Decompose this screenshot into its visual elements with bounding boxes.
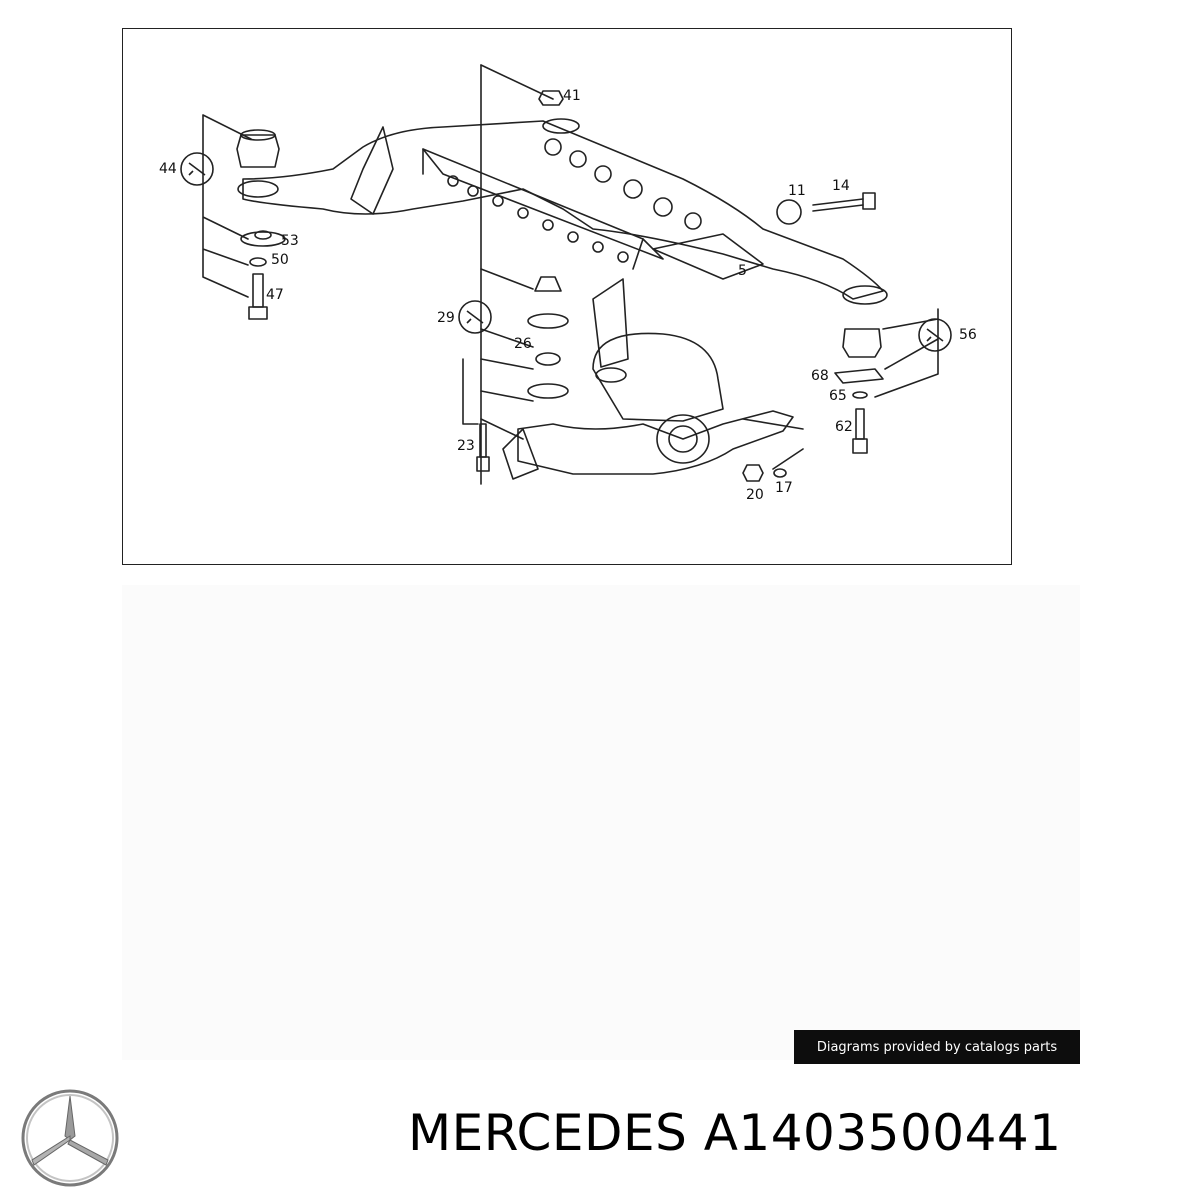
callout-17: 17 (775, 480, 793, 496)
leader-bracket-center (480, 268, 534, 440)
mount-29 (534, 276, 562, 292)
callout-56: 56 (959, 327, 977, 343)
diff-mount-arm (592, 278, 629, 368)
plate-68 (834, 368, 884, 384)
subframe-drawing (180, 64, 952, 485)
callout-68: 68 (811, 368, 829, 384)
washer-50 (249, 257, 267, 267)
callout-20: 20 (746, 487, 764, 503)
callout-29: 29 (437, 310, 455, 326)
callout-41: 41 (563, 88, 581, 104)
bolt-14 (812, 198, 864, 212)
mercedes-star-icon (21, 1089, 119, 1187)
callout-53: 53 (281, 233, 299, 249)
crossmember-beam (242, 120, 884, 300)
bolt-47 (252, 273, 264, 308)
leader-bracket-right (874, 308, 939, 398)
callout-23: 23 (457, 438, 475, 454)
nut-20 (742, 464, 764, 482)
wrench-icon-44 (180, 152, 214, 186)
bushing-11 (776, 199, 802, 225)
wrench-icon-56 (918, 318, 952, 352)
callout-47: 47 (266, 287, 284, 303)
washer-26 (535, 352, 561, 366)
washer-65 (852, 391, 868, 399)
callout-62: 62 (835, 419, 853, 435)
right-bracket (652, 233, 764, 280)
callout-5: 5 (738, 263, 747, 279)
differential-housing (592, 332, 724, 422)
callout-50: 50 (271, 252, 289, 268)
wrench-icon-29 (458, 300, 492, 334)
inner-rail (422, 148, 664, 260)
credit-text: Diagrams provided by catalogs parts (816, 1039, 1058, 1055)
nut-41 (538, 90, 564, 106)
bolt-62 (855, 408, 865, 440)
mount-56 (842, 328, 882, 358)
axle-housing (517, 410, 794, 475)
callout-11: 11 (788, 183, 806, 199)
leader-bracket-left (202, 114, 252, 298)
callout-14: 14 (832, 178, 850, 194)
washer-17 (773, 468, 787, 478)
washer-53 (240, 231, 286, 247)
callout-44: 44 (159, 161, 177, 177)
callout-65: 65 (829, 388, 847, 404)
credit-badge: Diagrams provided by catalogs parts (794, 1030, 1080, 1064)
faded-background-area (122, 585, 1080, 1060)
left-bracket (350, 126, 394, 215)
callout-26: 26 (514, 336, 532, 352)
page-title: MERCEDES A1403500441 (408, 1104, 1062, 1162)
parts-diagram: 41 44 53 50 47 11 14 5 29 26 23 56 68 65… (122, 28, 1012, 565)
